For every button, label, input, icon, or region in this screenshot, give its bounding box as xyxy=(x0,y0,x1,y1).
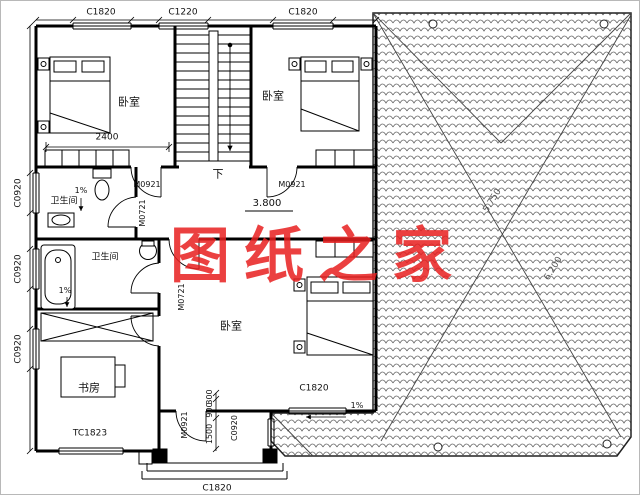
porch xyxy=(138,448,288,480)
window-label-porch-front: C1820 xyxy=(202,483,232,494)
dim-label-900: 900 xyxy=(205,402,214,418)
stairs xyxy=(175,30,251,162)
door-label-m0921-right: M0921 xyxy=(278,180,306,189)
roof-vent-icon xyxy=(428,19,438,29)
wardrobe-bottom-bedroom xyxy=(315,240,374,258)
furniture xyxy=(37,56,374,398)
room-label-study: 书房 xyxy=(78,381,100,395)
room-label-bath-upper: 卫生间 xyxy=(50,196,78,207)
room-label-bedroom-top-right: 卧室 xyxy=(262,89,284,103)
bath-fixtures xyxy=(40,168,157,310)
bathtub-icon xyxy=(40,244,76,310)
window-label-top-center: C1220 xyxy=(168,7,198,18)
study-cabinet xyxy=(40,312,154,342)
porch-column xyxy=(262,448,278,464)
watermark-text: 图纸之家 xyxy=(170,221,466,292)
window-label-left-lower: C0920 xyxy=(13,334,24,364)
bed-bottom xyxy=(293,276,374,356)
porch-column xyxy=(152,448,168,464)
wardrobe-top-right xyxy=(315,149,374,167)
study-desk xyxy=(60,356,126,398)
slope-label-bath-lower: 1% xyxy=(58,286,72,295)
window-label-bottom-bedroom: C1820 xyxy=(299,383,329,394)
window-label-top-left: C1820 xyxy=(86,7,116,18)
window-label-top-right: C1820 xyxy=(288,7,318,18)
door-label-m0721-upper: M0721 xyxy=(138,199,147,227)
bed-top-right xyxy=(288,56,373,132)
dimension-lines xyxy=(26,16,380,455)
room-label-bedroom-top-left: 卧室 xyxy=(118,95,140,109)
level-label-3800: 3.800 xyxy=(252,198,282,209)
washbasin-lower-icon xyxy=(139,240,157,260)
door-swings xyxy=(107,166,298,442)
door-label-m0921-left: M0921 xyxy=(133,180,161,189)
roof-plan-drawing xyxy=(270,12,632,457)
wardrobe-top-left xyxy=(44,149,130,167)
toilet-icon xyxy=(92,168,112,201)
dim-label-1500: 1500 xyxy=(205,423,214,445)
bed-top-left xyxy=(37,56,111,134)
slope-label-roof-strip: 1% xyxy=(350,401,364,410)
door-label-m0921-entry: M0921 xyxy=(180,411,189,439)
stair-down-label: 下 xyxy=(212,167,224,181)
window-label-entry-side: C0920 xyxy=(230,415,239,441)
door-label-tc1823: TC1823 xyxy=(72,428,108,439)
room-label-bath-lower: 卫生间 xyxy=(91,252,119,263)
dim-label-2400: 2400 xyxy=(95,132,119,143)
slope-label-bath-upper: 1% xyxy=(74,186,88,195)
roof-vent-icon xyxy=(599,19,609,29)
floor-plan-walls xyxy=(34,24,378,453)
window-symbols xyxy=(32,22,347,455)
roof-vent-icon xyxy=(602,439,612,449)
window-label-left-upper: C0920 xyxy=(13,178,24,208)
roof-vent-icon xyxy=(433,442,443,452)
room-label-bedroom-bottom: 卧室 xyxy=(220,319,242,333)
washbasin-upper-icon xyxy=(47,212,75,228)
window-label-left-middle: C0920 xyxy=(13,254,24,284)
